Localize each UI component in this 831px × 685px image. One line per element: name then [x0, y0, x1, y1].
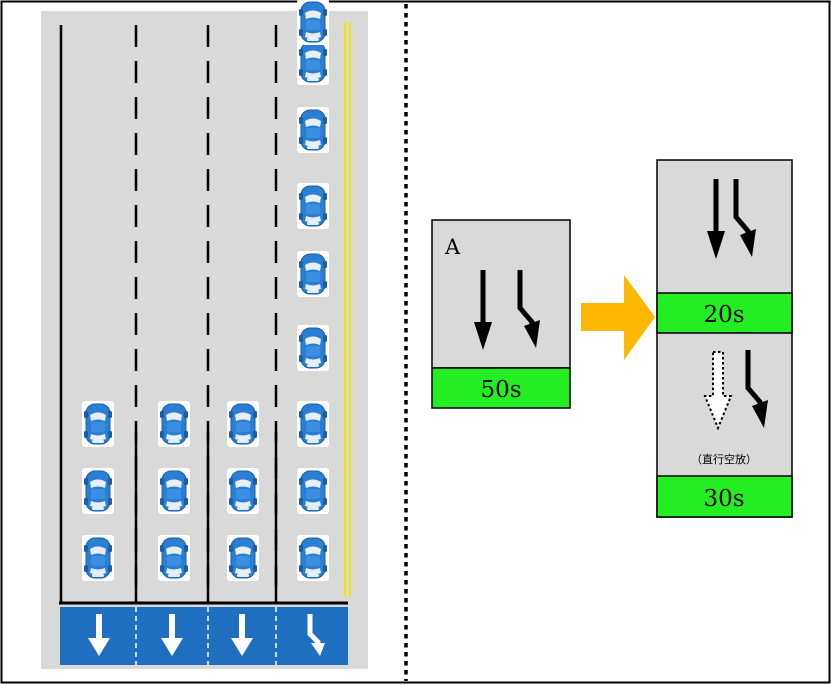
car-icon [296, 182, 330, 230]
car-icon [296, 324, 330, 372]
phase-a-label: A [444, 235, 461, 259]
transition-arrow-icon [581, 275, 655, 360]
phase-split-timer-2 [656, 475, 793, 518]
car-icon [226, 534, 260, 582]
car-icon [226, 467, 260, 515]
car-icon [296, 250, 330, 298]
phase-a-duration: 50s [480, 377, 521, 403]
car-icon [296, 534, 330, 582]
lane-sign-bar [60, 607, 348, 665]
car-icon [81, 534, 115, 582]
phase-a-timer [431, 367, 571, 409]
road-panel [41, 0, 368, 669]
phase-split-duration-2: 30s [703, 486, 744, 512]
car-icon [296, 400, 330, 448]
car-icon [226, 400, 260, 448]
phase-split-note: （直行空放） [691, 452, 757, 466]
car-icon [157, 467, 191, 515]
car-icon [81, 467, 115, 515]
car-icon [157, 534, 191, 582]
car-icon [157, 400, 191, 448]
car-icon [296, 467, 330, 515]
split-phase-box: 20s （直行空放） 30s [656, 159, 793, 518]
car-icon [81, 400, 115, 448]
car-icon [296, 0, 330, 46]
phase-split-timer-1 [656, 292, 793, 334]
car-icon [296, 106, 330, 154]
car-icon [296, 38, 330, 86]
phase-a-signal-panel [431, 219, 571, 369]
phase-a-box: A 50s [431, 219, 571, 409]
phase-split-duration-1: 20s [703, 302, 744, 328]
